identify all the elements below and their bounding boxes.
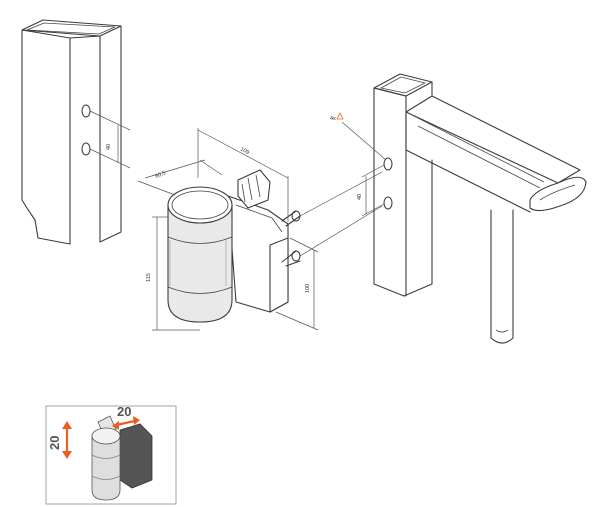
gate-post-hole-bottom [383, 196, 393, 210]
inset-cylinder [91, 435, 121, 501]
hinge-diameter-label: 60,5 [155, 170, 167, 180]
inset-hinge-plate [119, 423, 153, 489]
left-post-hole-top [81, 104, 91, 118]
hinge-cylinder-top [167, 186, 233, 224]
hole-count-callout: 4x [330, 112, 387, 161]
hinge-height-label: 115 [146, 273, 152, 282]
plate-height-label: 100 [305, 284, 311, 293]
horizontal-adjust-label: 20 [117, 404, 131, 419]
hinge-width-label: 109 [239, 146, 250, 156]
hinge-width-dimension: 109 [197, 128, 289, 222]
warning-triangle-icon [336, 112, 344, 120]
spring-housing [237, 169, 271, 209]
left-hole-spacing-label: 40 [106, 144, 112, 150]
gate-post-hole-top [383, 157, 393, 171]
gate-rail [405, 95, 581, 184]
vertical-adjust-arrow-icon [62, 421, 72, 459]
plate-height-dimension: 100 [275, 237, 319, 331]
hinge-cylinder [167, 204, 233, 323]
hinge-assembly [167, 169, 301, 323]
hinge-diameter-dimension: 60,5 [137, 159, 223, 196]
adjustment-inset: 20 20 [45, 404, 177, 505]
right-post-dimension: 40 [357, 164, 385, 217]
left-post-hole-bottom [81, 142, 91, 156]
hinge-plate-side [269, 237, 289, 313]
left-post-dimension: 40 [89, 110, 131, 169]
hinge-height-dimension: 115 [146, 216, 200, 331]
left-post [21, 19, 122, 245]
bolt-extension-lines [299, 171, 383, 257]
horizontal-adjust-arrow-icon [112, 416, 140, 430]
hole-count-label: 4x [330, 116, 336, 122]
gate-post [373, 73, 587, 344]
right-hole-spacing-label: 40 [357, 194, 363, 200]
vertical-adjust-label: 20 [47, 436, 62, 450]
